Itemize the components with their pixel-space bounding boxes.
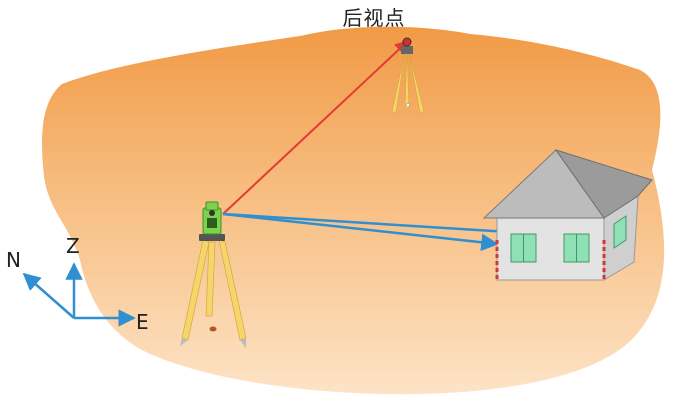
backsight-ray — [222, 40, 410, 215]
axis-label-z: Z — [66, 234, 80, 258]
axis-label-n: N — [6, 248, 21, 272]
measure-ray-front — [222, 212, 499, 251]
house-icon — [482, 149, 653, 282]
coordinate-axes — [22, 262, 136, 327]
prism-target-icon — [391, 37, 425, 113]
backsight-label: 后视点 — [342, 6, 406, 30]
ground-area — [41, 26, 665, 395]
total-station-icon — [180, 201, 247, 348]
axis-label-e: E — [136, 310, 149, 334]
